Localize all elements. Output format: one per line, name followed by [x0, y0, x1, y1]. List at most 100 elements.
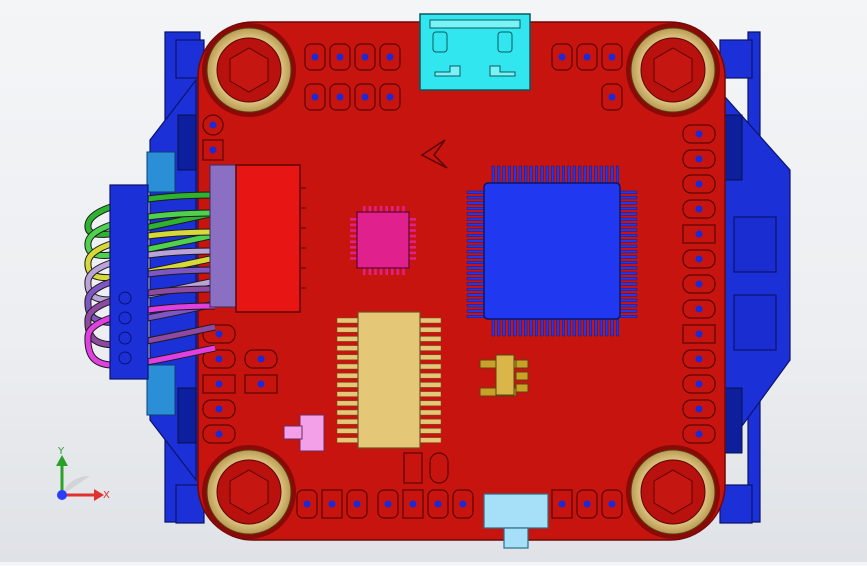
mount-hole-bottom-left[interactable]: [202, 445, 296, 539]
mcu-pin: [497, 165, 501, 184]
wire-harness[interactable]: [84, 164, 306, 380]
mcu-pin: [535, 165, 539, 184]
connector-housing: [209, 164, 239, 308]
mcu-pin: [466, 250, 485, 254]
mcu-pin: [619, 304, 638, 308]
gyro-pin: [402, 268, 405, 275]
driver-pin: [336, 400, 359, 407]
gyro-pin: [379, 268, 383, 275]
mcu-pin: [466, 309, 485, 313]
mcu-pin: [466, 266, 485, 270]
mcu-pin: [466, 277, 485, 281]
y-axis-label: Y: [57, 446, 65, 457]
orientation-arrow: [420, 139, 448, 169]
driver-pin: [419, 409, 442, 416]
driver-pin: [336, 391, 359, 397]
driver-pin: [419, 336, 442, 342]
mount-hole-bottom-right[interactable]: [626, 445, 720, 539]
gyro-pin: [350, 229, 357, 232]
driver-pin: [419, 428, 442, 434]
mcu-pin: [619, 288, 638, 292]
mcu-chip[interactable]: [466, 165, 638, 337]
mcu-pin: [567, 165, 571, 184]
gyro-pin: [350, 257, 357, 260]
mcu-pin: [513, 318, 517, 337]
jst-connector: [235, 164, 301, 313]
driver-pin: [419, 391, 442, 397]
mcu-pin: [619, 250, 638, 254]
mcu-pin: [619, 206, 638, 210]
driver-pin: [336, 354, 359, 361]
mcu-pin: [518, 318, 522, 337]
z-axis-dot: [57, 490, 67, 500]
gyro-pin: [350, 240, 357, 243]
boot-button[interactable]: [283, 414, 325, 452]
gyro-pin: [409, 246, 416, 249]
mcu-pin: [610, 318, 614, 337]
driver-pin: [336, 418, 359, 425]
mount-hole-top-right[interactable]: [626, 23, 720, 117]
driver-pin: [336, 345, 359, 351]
mcu-pin: [619, 315, 638, 319]
mcu-pin: [551, 318, 555, 337]
driver-pin: [336, 317, 359, 324]
gyro-pin: [368, 268, 372, 275]
gyro-pin: [409, 251, 416, 255]
mcu-pin: [599, 318, 603, 337]
mcu-pin: [619, 298, 638, 302]
mcu-pin: [497, 318, 501, 337]
mcu-pin: [466, 304, 485, 308]
driver-pin: [336, 428, 359, 434]
gyro-chip[interactable]: [350, 206, 416, 275]
mcu-pin: [524, 318, 528, 337]
mcu-pin: [605, 318, 609, 337]
mcu-pin: [466, 233, 485, 237]
mcu-pin: [578, 165, 582, 184]
bottom-connector[interactable]: [483, 493, 549, 549]
driver-pin: [336, 382, 359, 388]
driver-ic[interactable]: [336, 311, 442, 449]
mcu-pin: [562, 318, 566, 337]
mcu-pin: [619, 233, 638, 237]
mcu-pin: [619, 309, 638, 313]
voltage-regulator[interactable]: [479, 354, 529, 397]
gyro-pin: [402, 206, 405, 213]
mcu-pin: [466, 239, 485, 243]
mcu-pin: [535, 318, 539, 337]
gyro-pin: [409, 229, 416, 232]
driver-pin: [419, 354, 442, 361]
mcu-pin: [466, 196, 485, 200]
driver-pin: [336, 437, 359, 443]
mcu-pin: [540, 165, 544, 184]
mcu-pin: [594, 165, 598, 184]
driver-pin: [419, 326, 442, 333]
mcu-pin: [589, 318, 593, 337]
mcu-pin: [583, 165, 587, 184]
mcu-pin: [466, 288, 485, 292]
driver-pin: [419, 372, 442, 379]
mcu-pin: [466, 282, 485, 286]
mount-hole-top-left[interactable]: [202, 23, 296, 117]
gyro-pin: [409, 234, 416, 238]
mcu-pin: [529, 165, 533, 184]
mcu-pin: [562, 165, 566, 184]
harness-clip-holes: [118, 291, 132, 365]
mcu-pin: [502, 165, 506, 184]
mcu-pin: [599, 165, 603, 184]
mcu-pin: [616, 165, 620, 184]
mcu-pin: [466, 271, 485, 275]
via-dots: [209, 53, 703, 508]
mcu-pin: [605, 165, 609, 184]
mcu-pin: [466, 201, 485, 205]
mcu-pin: [502, 318, 506, 337]
mcu-pin: [466, 217, 485, 221]
gyro-pin: [396, 206, 400, 213]
mcu-pin: [583, 318, 587, 337]
micro-usb-connector[interactable]: [419, 13, 531, 91]
mcu-pin: [619, 293, 638, 297]
gyro-pin: [379, 206, 383, 213]
mcu-pin: [466, 206, 485, 210]
gyro-pin: [363, 206, 366, 213]
